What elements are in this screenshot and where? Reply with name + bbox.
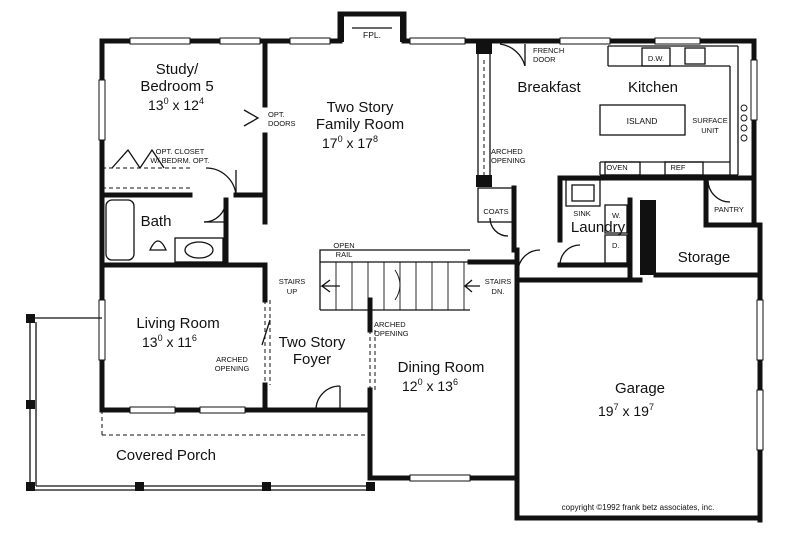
dryer-label: D. bbox=[612, 241, 620, 250]
arched-family-label-2: OPENING bbox=[491, 156, 526, 165]
sink-label: SINK bbox=[573, 209, 591, 218]
stairs-dn-label-2: DN. bbox=[492, 287, 505, 296]
family-name-line2: Family Room bbox=[316, 116, 404, 133]
stairs-up-label-1: STAIRS bbox=[279, 277, 306, 286]
opt-doors-label-2: DOORS bbox=[268, 119, 296, 128]
door-swings bbox=[111, 43, 731, 411]
garage-name: Garage bbox=[615, 380, 665, 397]
island-label: ISLAND bbox=[627, 116, 658, 126]
bath-fixtures bbox=[105, 199, 224, 263]
living-name: Living Room bbox=[136, 315, 219, 332]
breakfast-name: Breakfast bbox=[517, 79, 581, 96]
arched-dining-label-1: ARCHED bbox=[374, 320, 406, 329]
windows bbox=[98, 37, 764, 482]
study-name-line1: Study/ bbox=[156, 61, 199, 78]
dining-dimensions: 120 x 136 bbox=[402, 377, 458, 394]
open-rail-label-2: RAIL bbox=[336, 250, 353, 259]
storage-name: Storage bbox=[678, 249, 731, 266]
fireplace bbox=[338, 12, 406, 42]
study-dimensions: 130 x 124 bbox=[148, 96, 204, 113]
kitchen-name: Kitchen bbox=[628, 79, 678, 96]
oven-label: OVEN bbox=[606, 163, 627, 172]
family-name-line1: Two Story bbox=[327, 99, 394, 116]
bath-name: Bath bbox=[141, 213, 172, 230]
kitchen-appliances bbox=[565, 47, 748, 264]
foyer-name-line2: Foyer bbox=[293, 351, 331, 368]
interior-walls bbox=[99, 27, 763, 413]
surface-unit-label-1: SURFACE bbox=[692, 116, 727, 125]
washer-label: W. bbox=[612, 211, 621, 220]
living-dimensions: 130 x 116 bbox=[142, 333, 197, 350]
opt-closet-label-1: OPT. CLOSET bbox=[156, 147, 205, 156]
fpl-label: FPL. bbox=[363, 30, 381, 40]
stair-treads bbox=[319, 249, 480, 310]
copyright-text: copyright ©1992 frank betz associates, i… bbox=[562, 503, 715, 512]
dashed-openings bbox=[101, 60, 485, 436]
french-door-label-2: DOOR bbox=[533, 55, 556, 64]
study-name-line2: Bedroom 5 bbox=[140, 78, 213, 95]
surface-unit-label-2: UNIT bbox=[701, 126, 719, 135]
dining-name: Dining Room bbox=[398, 359, 485, 376]
dw-label: D.W. bbox=[648, 54, 664, 63]
laundry-name: Laundry bbox=[571, 219, 626, 236]
stairs-up-label-2: UP bbox=[287, 287, 297, 296]
garage-dimensions: 197 x 197 bbox=[598, 402, 654, 419]
arched-dining-label-2: OPENING bbox=[374, 329, 409, 338]
porch-name: Covered Porch bbox=[116, 447, 216, 464]
room-labels: Study/ Bedroom 5 130 x 124 Two Story Fam… bbox=[116, 61, 730, 464]
french-door-label-1: FRENCH bbox=[533, 46, 564, 55]
foyer-name-line1: Two Story bbox=[279, 334, 346, 351]
open-rail-label-1: OPEN bbox=[333, 241, 354, 250]
stairs-dn-label-1: STAIRS bbox=[485, 277, 512, 286]
coats-label: COATS bbox=[483, 207, 508, 216]
ref-label: REF bbox=[671, 163, 686, 172]
covered-porch-structure bbox=[26, 314, 375, 491]
annotation-labels: FPL. FRENCH DOOR D.W. ISLAND SURFACE UNI… bbox=[150, 30, 743, 512]
pantry-label: PANTRY bbox=[714, 205, 744, 214]
arched-living-label-2: OPENING bbox=[215, 364, 250, 373]
arched-living-label-1: ARCHED bbox=[216, 355, 248, 364]
opt-closet-label-2: W/ BEDRM. OPT. bbox=[150, 156, 209, 165]
family-dimensions: 170 x 178 bbox=[322, 134, 378, 151]
opt-doors-label-1: OPT. bbox=[268, 110, 285, 119]
arched-family-label-1: ARCHED bbox=[491, 147, 523, 156]
